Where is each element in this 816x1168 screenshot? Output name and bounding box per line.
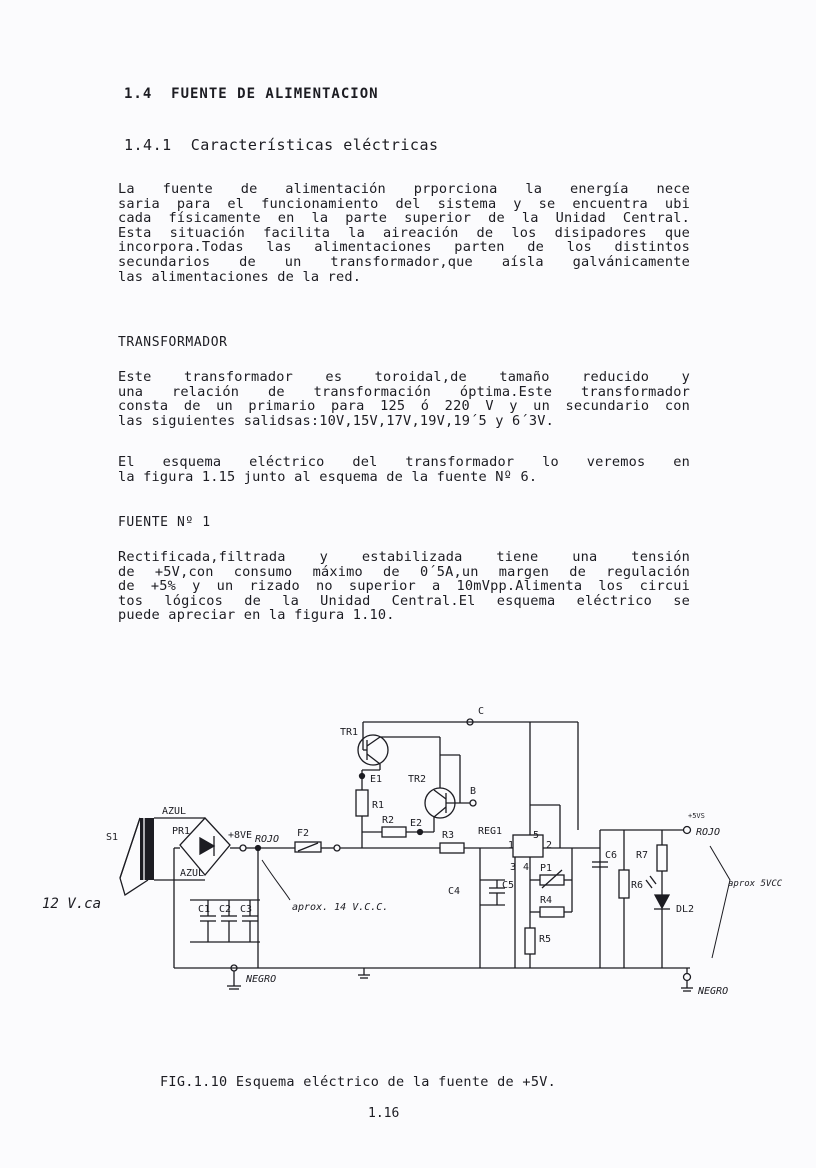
capacitor-c1 (200, 900, 216, 942)
text-line: incorpora.Todas las alimentaciones parte… (118, 239, 690, 256)
figure-caption: FIG.1.10 Esquema eléctrico de la fuente … (160, 1074, 557, 1090)
label-aprox-14: aprox. 14 V.C.C. (292, 902, 388, 913)
label-negro-out: NEGRO (697, 986, 728, 997)
label-c6: C6 (605, 850, 617, 861)
label-c-terminal: C (478, 706, 484, 717)
led-dl2 (653, 894, 671, 910)
potentiometer-p1 (539, 874, 565, 886)
label-5vs: +5VS (688, 812, 705, 820)
text-line: de +5V,con consumo máximo de 0´5A,un mar… (118, 563, 690, 580)
label-c2: C2 (219, 904, 231, 915)
text-line: Esta situación facilita la aireación de … (118, 224, 690, 241)
label-pin-5: 5 (533, 830, 539, 841)
transformador-paragraph: Este transformador es toroidal,de tamaño… (118, 370, 690, 428)
text-line: Rectificada,filtrada y estabilizada tien… (118, 549, 690, 565)
text-line: tos lógicos de la Unidad Central.El esqu… (118, 592, 690, 609)
subsection-heading: 1.4.1 Características eléctricas (124, 136, 439, 154)
transistor-tr1 (357, 722, 389, 766)
label-dl2: DL2 (676, 904, 694, 915)
capacitor-c3 (242, 900, 258, 942)
text-line: una relación de transformación óptima.Es… (118, 383, 690, 400)
text-line: El esquema eléctrico del transformador l… (118, 454, 690, 470)
transistor-tr2 (424, 787, 470, 819)
resistor-r6 (618, 869, 630, 899)
power-supply-schematic: S1 AZUL AZUL PR1 12 V.ca +8VE ROJO F2 (42, 706, 783, 997)
text-line: cada físicamente en la parte superior de… (118, 210, 690, 227)
label-tr2: TR2 (408, 774, 426, 785)
bridge-rectifier-pr1 (173, 817, 240, 968)
label-aprox-5: aprox 5VCC (728, 879, 783, 889)
label-negro-in: NEGRO (245, 974, 276, 985)
label-tr1: TR1 (340, 727, 358, 738)
label-r5: R5 (539, 934, 551, 945)
text-line: la figura 1.15 junto al esquema de la fu… (118, 468, 538, 485)
text-line: secundarios de un transformador,que aísl… (118, 253, 690, 270)
resistor-r3 (439, 842, 465, 854)
label-r3: R3 (442, 830, 454, 841)
section-heading: 1.4 FUENTE DE ALIMENTACION (124, 86, 379, 102)
label-r7: R7 (636, 850, 648, 861)
fuse-f2 (294, 841, 322, 853)
text-line: La fuente de alimentación prporciona la … (118, 181, 690, 197)
page-number: 1.16 (368, 1106, 400, 1121)
label-8ve: +8VE (228, 830, 252, 841)
transformador-title: TRANSFORMADOR (118, 335, 228, 350)
label-c1: C1 (198, 904, 210, 915)
text-line: las alimentaciones de la red. (118, 268, 362, 285)
fuente-title: FUENTE Nº 1 (118, 515, 211, 530)
resistor-r4 (539, 906, 565, 918)
text-line: Este transformador es toroidal,de tamaño… (118, 369, 690, 385)
label-azul-top: AZUL (162, 806, 186, 817)
capacitor-c2 (221, 900, 237, 942)
text-line: consta de un primario para 125 ó 220 V y… (118, 398, 690, 415)
label-e1: E1 (370, 774, 382, 785)
resistor-r5 (524, 927, 536, 955)
label-pin-2: 2 (546, 840, 552, 851)
resistor-r7 (656, 844, 668, 872)
label-pin-4: 4 (523, 862, 529, 873)
label-input-12v: 12 V.ca (42, 896, 101, 912)
fuente-paragraph: Rectificada,filtrada y estabilizada tien… (118, 550, 690, 623)
text-line: saria para el funcionamiento del sistema… (118, 195, 690, 212)
label-r1: R1 (372, 800, 384, 811)
capacitor-c5 (489, 880, 505, 905)
regulator-reg1 (512, 834, 544, 858)
text-line: las siguientes salidsas:10V,15V,17V,19V,… (118, 412, 554, 429)
label-b: B (470, 786, 476, 797)
transformador-paragraph-2: El esquema eléctrico del transformador l… (118, 455, 690, 484)
label-pr1: PR1 (172, 826, 190, 837)
label-c5: C5 (502, 880, 514, 891)
label-rojo-out: ROJO (696, 827, 720, 838)
intro-paragraph: La fuente de alimentación prporciona la … (118, 182, 690, 284)
label-pin-1: 1 (508, 840, 514, 851)
label-reg1: REG1 (478, 826, 502, 837)
label-r2: R2 (382, 815, 394, 826)
label-rojo-in: ROJO (255, 834, 279, 845)
label-p1: P1 (540, 863, 552, 874)
label-c3: C3 (240, 904, 252, 915)
capacitor-c6 (592, 861, 608, 868)
label-e2: E2 (410, 818, 422, 829)
label-pin-3: 3 (510, 862, 516, 873)
label-r6: R6 (631, 880, 643, 891)
transformer-s1 (119, 817, 205, 897)
label-f2: F2 (297, 828, 309, 839)
label-r4: R4 (540, 895, 552, 906)
text-line: de +5% y un rizado no superior a 10mVpp.… (118, 578, 690, 595)
label-s1: S1 (106, 832, 118, 843)
label-c4: C4 (448, 886, 460, 897)
label-azul-bottom: AZUL (180, 868, 204, 879)
resistor-r2 (381, 826, 407, 838)
text-line: puede apreciar en la figura 1.10. (118, 607, 395, 624)
resistor-r1 (355, 789, 369, 817)
